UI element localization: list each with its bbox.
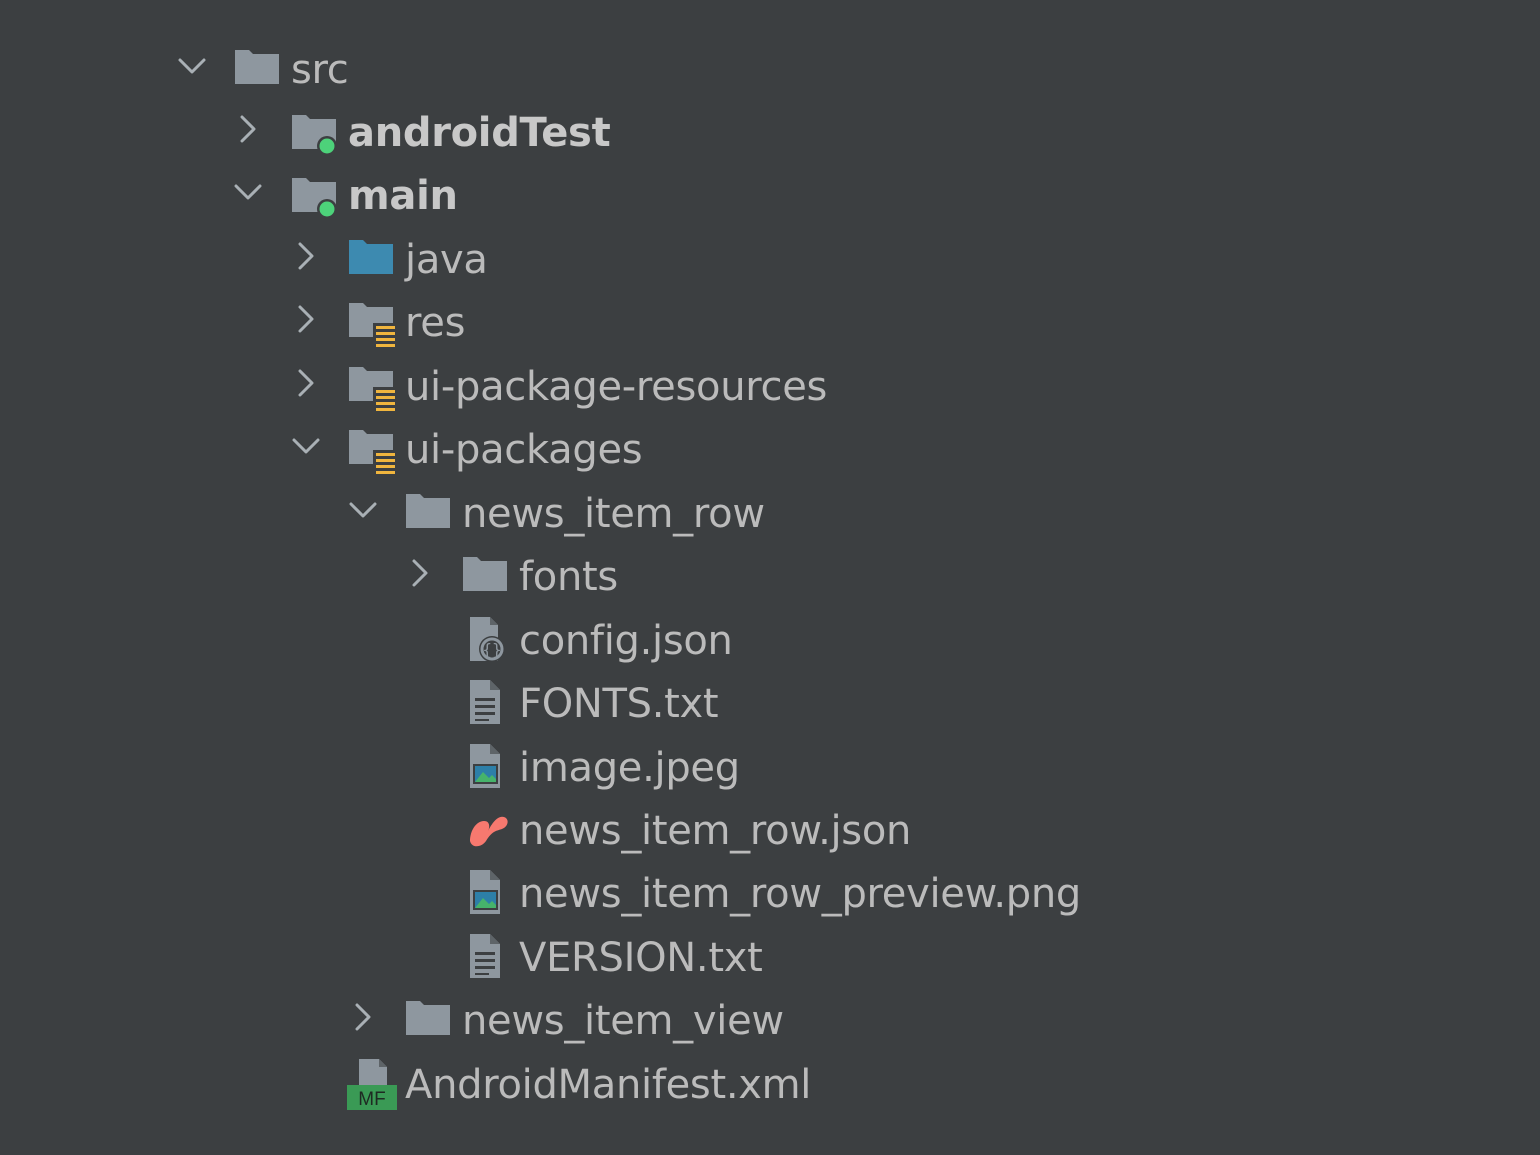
tree-item-res[interactable]: res — [0, 293, 1540, 356]
tree-item-news-item-row-preview-png[interactable]: news_item_row_preview.png — [0, 864, 1540, 927]
folder-icon — [404, 484, 456, 547]
image-file-icon — [462, 738, 514, 801]
resource-folder-icon — [347, 293, 399, 356]
text-file-icon — [462, 928, 514, 991]
folder-icon — [461, 547, 513, 610]
lottie-file-icon — [460, 801, 512, 864]
chevron-down-icon[interactable] — [232, 166, 272, 229]
folder-icon — [233, 40, 285, 103]
tree-item-fonts-txt[interactable]: FONTS.txt — [0, 674, 1540, 737]
resource-folder-icon — [347, 420, 399, 483]
tree-item-label: config.json — [519, 618, 733, 664]
tree-item-src[interactable]: src — [0, 40, 1540, 103]
module-folder-icon — [290, 103, 342, 166]
tree-item-label: src — [291, 47, 349, 93]
tree-item-label: news_item_row.json — [519, 808, 912, 854]
tree-item-news-item-row-json[interactable]: news_item_row.json — [0, 801, 1540, 864]
resource-folder-icon — [347, 357, 399, 420]
chevron-down-icon[interactable] — [290, 420, 330, 483]
tree-item-image-jpeg[interactable]: image.jpeg — [0, 738, 1540, 801]
tree-item-label: main — [348, 173, 458, 219]
manifest-file-icon: MF — [347, 1055, 399, 1118]
tree-item-label: FONTS.txt — [519, 681, 719, 727]
tree-item-main[interactable]: main — [0, 166, 1540, 229]
tree-item-label: ui-package-resources — [405, 364, 828, 410]
module-folder-icon — [290, 166, 342, 229]
tree-item-news-item-row[interactable]: news_item_row — [0, 484, 1540, 547]
tree-item-label: java — [405, 237, 488, 283]
tree-item-label: image.jpeg — [519, 745, 740, 791]
image-file-icon — [462, 864, 514, 927]
tree-item-label: fonts — [519, 554, 618, 600]
tree-item-label: res — [405, 300, 466, 346]
tree-item-label: VERSION.txt — [519, 935, 763, 981]
chevron-down-icon[interactable] — [347, 484, 387, 547]
manifest-badge-text: MF — [358, 1089, 385, 1110]
folder-icon — [404, 991, 456, 1054]
chevron-right-icon[interactable] — [290, 230, 330, 293]
tree-item-label: ui-packages — [405, 427, 643, 473]
tree-item-androidmanifest-xml[interactable]: MF AndroidManifest.xml — [0, 1055, 1540, 1118]
source-folder-icon — [347, 230, 399, 293]
tree-item-label: news_item_row — [462, 491, 765, 537]
chevron-right-icon[interactable] — [290, 293, 330, 356]
tree-item-java[interactable]: java — [0, 230, 1540, 293]
chevron-right-icon[interactable] — [232, 103, 272, 166]
chevron-right-icon[interactable] — [404, 547, 444, 610]
tree-item-ui-package-resources[interactable]: ui-package-resources — [0, 357, 1540, 420]
tree-item-fonts[interactable]: fonts — [0, 547, 1540, 610]
tree-item-label: news_item_row_preview.png — [519, 871, 1081, 917]
chevron-right-icon[interactable] — [290, 357, 330, 420]
tree-item-label: news_item_view — [462, 998, 784, 1044]
chevron-right-icon[interactable] — [347, 991, 387, 1054]
text-file-icon — [462, 674, 514, 737]
tree-item-ui-packages[interactable]: ui-packages — [0, 420, 1540, 483]
tree-item-label: AndroidManifest.xml — [405, 1062, 812, 1108]
tree-item-androidtest[interactable]: androidTest — [0, 103, 1540, 166]
tree-item-label: androidTest — [348, 110, 611, 156]
tree-item-config-json[interactable]: {} config.json — [0, 611, 1540, 674]
svg-text:{}: {} — [482, 640, 501, 659]
chevron-down-icon[interactable] — [176, 40, 216, 103]
json-file-icon: {} — [462, 611, 514, 674]
tree-item-news-item-view[interactable]: news_item_view — [0, 991, 1540, 1054]
tree-item-version-txt[interactable]: VERSION.txt — [0, 928, 1540, 991]
